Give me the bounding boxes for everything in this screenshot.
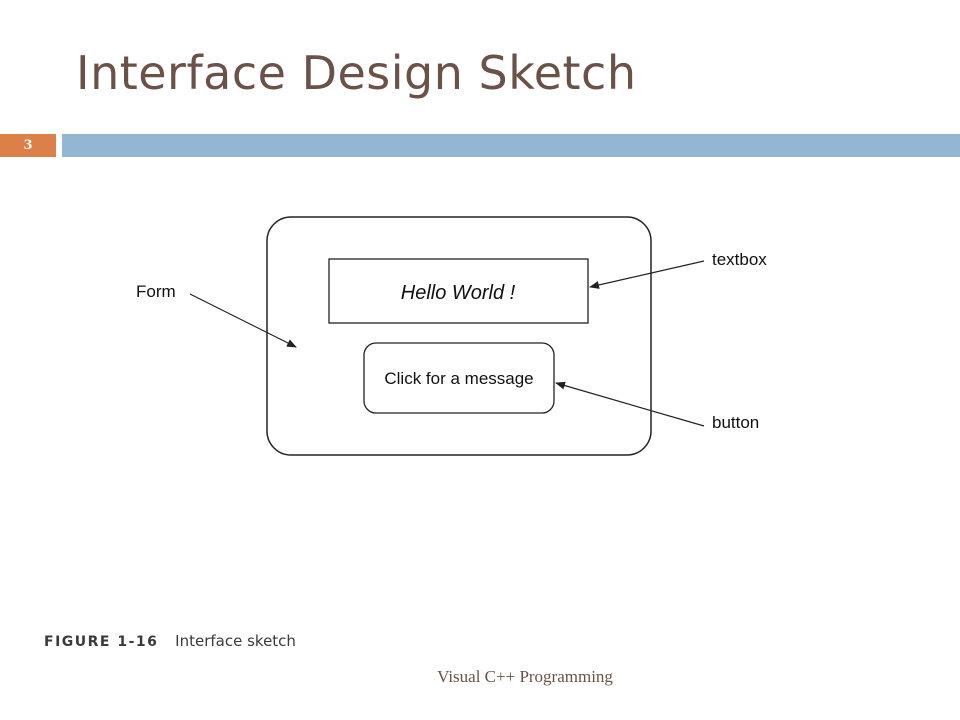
slide-footer: Visual C++ Programming [437,667,613,686]
form-outline [266,216,652,456]
textbox-callout-arrow [589,260,705,289]
figure-caption-label: FIGURE 1-16 [44,634,159,650]
slide-title: Interface Design Sketch [76,46,637,100]
textbox-shape [328,258,589,324]
figure-caption-text: Interface sketch [175,632,296,650]
form-callout-label: Form [136,282,176,301]
button-callout-arrow [555,381,705,427]
form-callout-arrow [189,293,297,348]
figure-caption: FIGURE 1-16 Interface sketch [44,632,296,650]
textbox-callout-label: textbox [712,250,767,269]
slide-number: 3 [0,134,56,157]
button-shape [363,342,555,414]
button-callout-label: button [712,413,759,432]
textbox-text: Hello World ! [401,282,516,304]
button-text: Click for a message [384,369,533,388]
header-bar [62,134,960,157]
